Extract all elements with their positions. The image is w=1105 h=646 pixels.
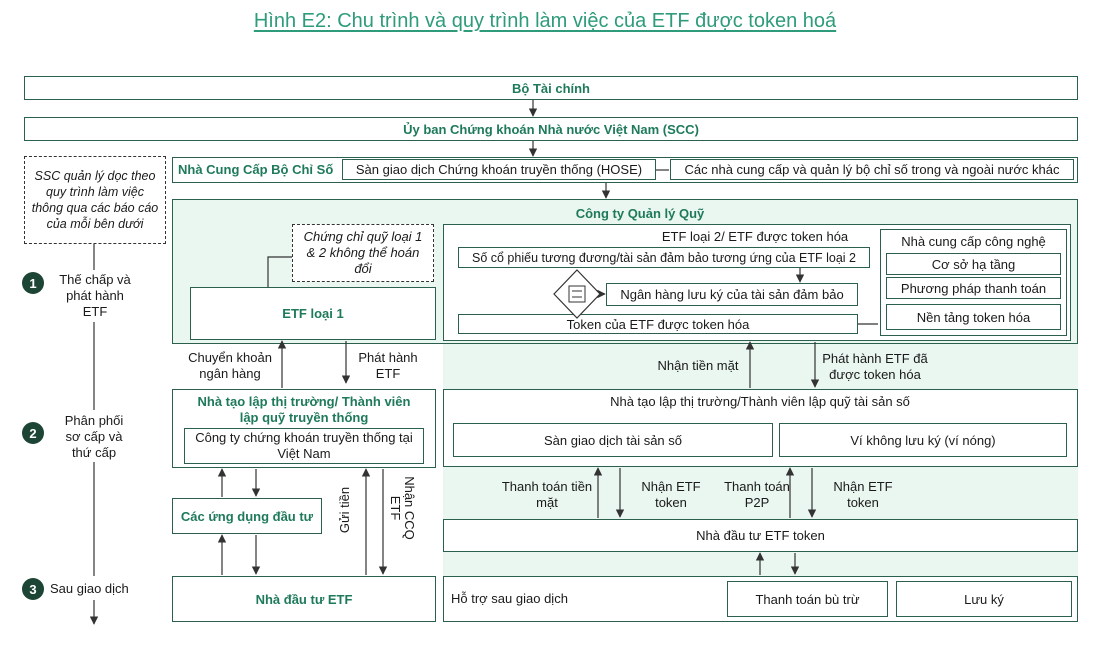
shares-equiv-box: Số cổ phiếu tương đương/tài sản đảm bảo … [458, 247, 870, 268]
tech-item-tokenization: Nền tảng token hóa [886, 304, 1061, 330]
investment-apps-label: Các ứng dụng đầu tư [180, 508, 314, 524]
tech-item-tokenization-label: Nền tảng token hóa [916, 309, 1031, 325]
tech-provider-title: Nhà cung cấp công nghệ [901, 234, 1046, 249]
custody-label: Lưu ký [964, 591, 1004, 607]
flow-pay-cash: Thanh toán tiền mặt [501, 479, 593, 510]
fund-manager-title: Công ty Quản lý Quỹ [575, 206, 705, 221]
wallet-box: Ví không lưu ký (ví nóng) [779, 423, 1067, 457]
swap-diamond-icon [553, 269, 601, 319]
index-providers-label: Nhà Cung Cấp Bộ Chỉ Số [178, 162, 334, 177]
digital-exchange-box: Sàn giao dịch tài sản số [453, 423, 773, 457]
diagram-title: Hình E2: Chu trình và quy trình làm việc… [253, 10, 837, 32]
custody-box: Lưu ký [896, 581, 1072, 617]
ssc-note-box: SSC quản lý dọc theo quy trình làm việc … [24, 156, 166, 244]
scc-box: Ủy ban Chứng khoán Nhà nước Việt Nam (SC… [24, 117, 1078, 141]
ministry-label: Bộ Tài chính [512, 80, 590, 96]
clearing-box: Thanh toán bù trừ [727, 581, 888, 617]
stage-1-label: Thế chấp và phát hành ETF [59, 272, 131, 319]
etf1-box: ETF loại 1 [190, 287, 436, 340]
stage-1-badge: 1 [22, 272, 44, 294]
tech-item-infrastructure: Cơ sở hạ tầng [886, 253, 1061, 275]
stage-2-label: Phân phối sơ cấp và thứ cấp [64, 413, 124, 460]
etf1-note-box: Chứng chỉ quỹ loại 1 & 2 không thể hoán … [292, 224, 434, 282]
etf1-label: ETF loại 1 [282, 306, 344, 321]
flow-receive-token-1: Nhận ETF token [641, 479, 701, 510]
custodian-bank-box: Ngân hàng lưu ký của tài sản đảm bảo [606, 283, 858, 306]
wallet-label: Ví không lưu ký (ví nóng) [850, 432, 996, 448]
flow-issue-tokenized: Phát hành ETF đã được token hóa [822, 351, 928, 382]
token-label: Token của ETF được token hóa [566, 316, 750, 332]
shares-equiv-label: Số cổ phiếu tương đương/tài sản đảm bảo … [472, 250, 856, 265]
clearing-label: Thanh toán bù trừ [755, 591, 860, 607]
etf1-note-text: Chứng chỉ quỹ loại 1 & 2 không thể hoán … [303, 229, 423, 276]
etf-investor-box: Nhà đầu tư ETF [172, 576, 436, 622]
ssc-note-text: SSC quản lý dọc theo quy trình làm việc … [31, 169, 159, 231]
traditional-mm-title: Nhà tạo lập thị trường/ Thành viên lập q… [197, 394, 411, 425]
etf-token-investor-box: Nhà đầu tư ETF token [443, 519, 1078, 552]
etf-investor-label: Nhà đầu tư ETF [255, 591, 353, 607]
tech-item-payment: Phương pháp thanh toán [886, 277, 1061, 299]
post-trade-label: Hỗ trợ sau giao dịch [451, 591, 568, 606]
stage-3-badge: 3 [22, 578, 44, 600]
stage-3-label: Sau giao dịch [50, 581, 129, 596]
other-index-label: Các nhà cung cấp và quản lý bộ chỉ số tr… [684, 162, 1060, 177]
investment-apps-box: Các ứng dụng đầu tư [172, 498, 322, 534]
hose-label: Sàn giao dịch Chứng khoán truyền thống (… [355, 162, 643, 177]
scc-label: Ủy ban Chứng khoán Nhà nước Việt Nam (SC… [403, 121, 699, 137]
digital-mm-title: Nhà tạo lập thị trường/Thành viên lập qu… [610, 394, 910, 409]
stage-2-badge: 2 [22, 422, 44, 444]
tech-item-infrastructure-label: Cơ sở hạ tầng [931, 256, 1016, 272]
etf2-title: ETF loại 2/ ETF được token hóa [661, 229, 849, 244]
flow-receive-cash: Nhận tiền mặt [657, 358, 739, 373]
hose-box: Sàn giao dịch Chứng khoán truyền thống (… [342, 159, 656, 180]
other-index-box: Các nhà cung cấp và quản lý bộ chỉ số tr… [670, 159, 1074, 180]
tech-item-payment-label: Phương pháp thanh toán [900, 280, 1047, 296]
digital-exchange-label: Sàn giao dịch tài sản số [543, 432, 683, 448]
flow-receive-token-2: Nhận ETF token [833, 479, 893, 510]
flow-pay-p2p: Thanh toán P2P [724, 479, 790, 510]
flow-bank-transfer: Chuyển khoản ngân hàng [188, 350, 272, 381]
ministry-box: Bộ Tài chính [24, 76, 1078, 100]
traditional-company-box: Công ty chứng khoán truyền thống tại Việ… [184, 428, 424, 464]
traditional-company-label: Công ty chứng khoán truyền thống tại Việ… [195, 430, 413, 461]
custodian-bank-label: Ngân hàng lưu ký của tài sản đảm bảo [620, 287, 844, 302]
fund-manager-box [172, 199, 1078, 344]
flow-issue-etf: Phát hành ETF [358, 350, 418, 381]
etf-token-investor-label: Nhà đầu tư ETF token [696, 528, 825, 543]
token-box: Token của ETF được token hóa [458, 314, 858, 334]
